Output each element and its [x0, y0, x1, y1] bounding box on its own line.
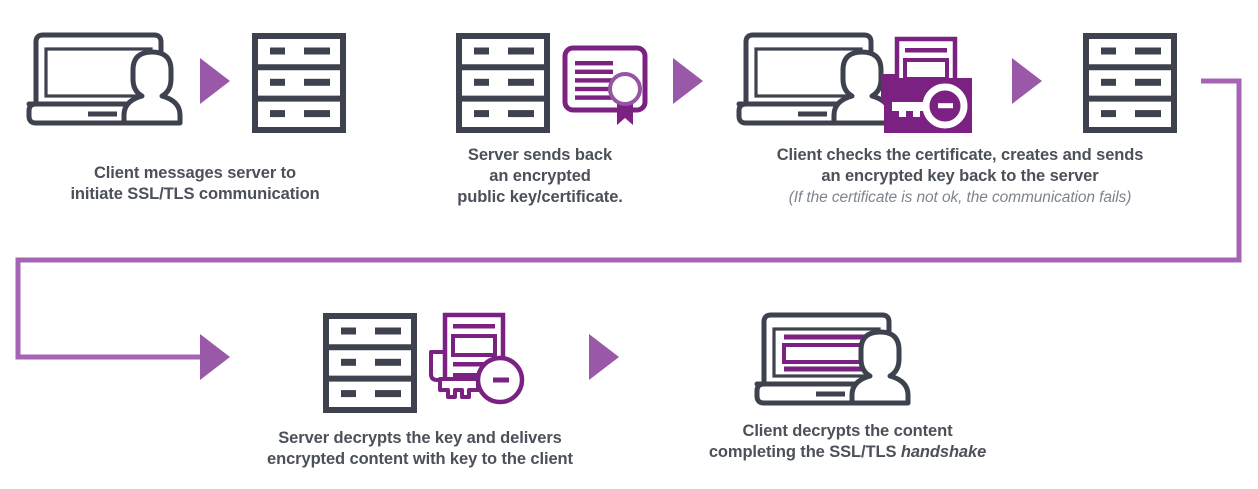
server-icon-step1	[255, 36, 343, 130]
caption-step-2-line-2: an encrypted	[489, 167, 591, 185]
laptop-user-icon-step1	[29, 35, 180, 123]
certificate-icon-step2	[565, 48, 645, 125]
caption-step-5-line-2: encrypted content with key to the client	[267, 450, 573, 468]
caption-step-3-line-1: Client checks the certificate, creates a…	[776, 146, 1144, 164]
caption-step-1-line-2: initiate SSL/TLS communication	[70, 185, 320, 203]
laptop-user-content-icon-step6	[757, 315, 908, 403]
key-filled-icon-step3	[884, 78, 972, 133]
caption-step-5: Server decrypts the key and delivers enc…	[195, 428, 645, 470]
caption-step-2-line-1: Server sends back	[467, 146, 613, 164]
caption-step-6-line-1: Client decrypts the content	[742, 422, 953, 440]
document-icon-step3	[883, 39, 955, 112]
server-icon-step2	[459, 36, 547, 130]
caption-step-6: Client decrypts the content completing t…	[665, 421, 1030, 463]
server-icon-step4	[1086, 36, 1174, 130]
elbow-connector	[15, 78, 1242, 360]
arrow-right-icon-4	[200, 334, 230, 380]
arrow-right-icon-1	[200, 58, 230, 104]
caption-step-1-line-1: Client messages server to	[93, 164, 297, 182]
document-key-icon-step5	[431, 315, 522, 402]
arrow-right-icon-3	[1012, 58, 1042, 104]
laptop-user-icon-step3	[739, 35, 890, 123]
caption-step-6-line-2: completing the SSL/TLS	[708, 443, 901, 461]
caption-step-6-emphasis: handshake	[900, 443, 987, 461]
caption-step-5-line-1: Server decrypts the key and delivers	[278, 429, 562, 447]
server-icon-step5	[326, 316, 414, 410]
caption-step-3-note: (If the certificate is not ok, the commu…	[788, 189, 1132, 206]
caption-step-2: Server sends back an encrypted public ke…	[400, 145, 680, 208]
caption-step-1: Client messages server to initiate SSL/T…	[0, 163, 390, 205]
caption-step-2-line-3: public key/certificate.	[457, 188, 623, 206]
arrow-right-icon-2	[673, 58, 703, 104]
arrow-right-icon-5	[589, 334, 619, 380]
caption-step-3: Client checks the certificate, creates a…	[690, 145, 1230, 208]
caption-step-3-line-2: an encrypted key back to the server	[821, 167, 1099, 185]
